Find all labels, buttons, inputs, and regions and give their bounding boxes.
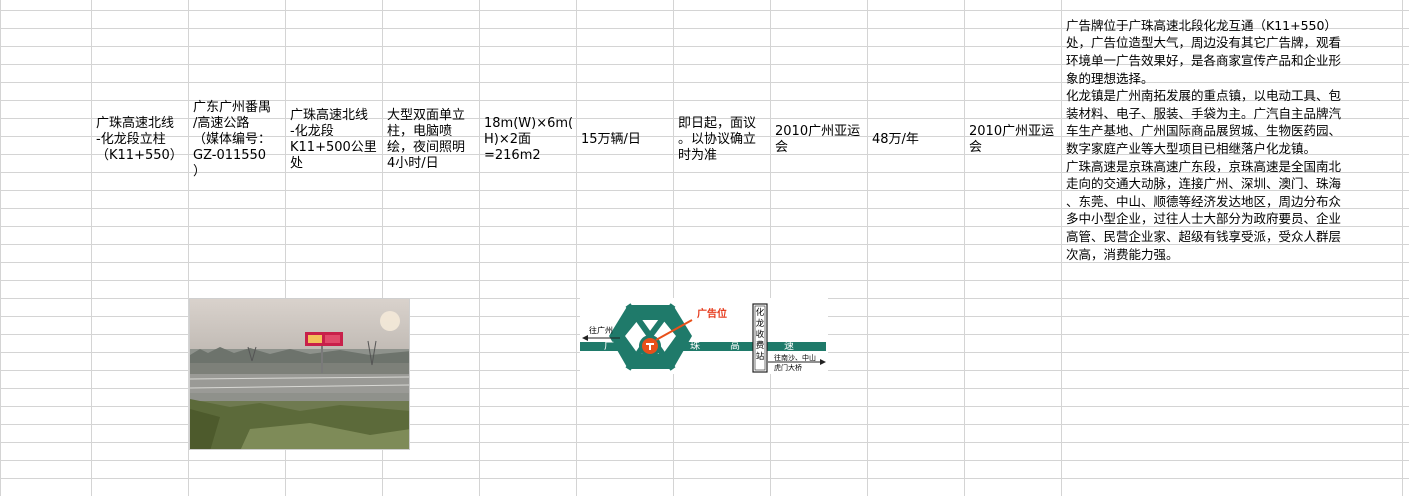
column-divider xyxy=(964,0,965,496)
ad-position-label: 广告位 xyxy=(697,309,727,320)
column-divider xyxy=(576,0,577,496)
column-divider xyxy=(867,0,868,496)
to-south-label-1: 往南沙、中山 xyxy=(774,354,816,362)
column-divider xyxy=(91,0,92,496)
cell-event-2[interactable]: 2010广州亚运 会 xyxy=(969,124,1055,155)
cell-form[interactable]: 大型双面单立 柱，电脑喷 绘，夜间照明 4小时/日 xyxy=(387,108,466,171)
column-divider xyxy=(479,0,480,496)
cell-position[interactable]: 广珠高速北线 -化龙段 K11+500公里 处 xyxy=(290,108,377,171)
toll-char-4: 费 xyxy=(755,341,765,351)
road-char-4: 速 xyxy=(784,341,794,352)
to-south-label-2: 虎门大桥 xyxy=(774,364,802,372)
road-char-2: 珠 xyxy=(690,341,700,352)
road-char-3: 高 xyxy=(730,341,740,352)
toll-station-label: 化 龙 收 费 站 xyxy=(755,308,765,363)
toll-char-5: 站 xyxy=(755,352,765,362)
column-divider xyxy=(673,0,674,496)
column-divider xyxy=(1402,0,1403,496)
cell-price[interactable]: 48万/年 xyxy=(872,132,919,147)
cell-description[interactable]: 广告牌位于广珠高速北段化龙互通（K11+550） 处，广告位造型大气，周边没有其… xyxy=(1066,17,1342,262)
toll-char-1: 化 xyxy=(755,308,765,318)
column-divider xyxy=(382,0,383,496)
toll-char-3: 收 xyxy=(755,330,765,340)
cell-traffic[interactable]: 15万辆/日 xyxy=(581,132,641,147)
road-char-1: 广 xyxy=(604,341,614,352)
cell-size[interactable]: 18m(W)×6m( H)×2面 =216m2 xyxy=(484,116,574,163)
toll-char-2: 龙 xyxy=(755,319,765,329)
column-divider xyxy=(1061,0,1062,496)
column-divider xyxy=(188,0,189,496)
cell-location[interactable]: 广东广州番禺 /高速公路 （媒体编号： GZ-011550 ） xyxy=(193,100,272,179)
to-guangzhou-label: 往广州 xyxy=(589,326,613,335)
cell-term[interactable]: 即日起，面议 。以协议确立 时为准 xyxy=(678,116,757,163)
billboard-photo-image xyxy=(190,299,409,449)
column-divider xyxy=(770,0,771,496)
row-divider xyxy=(0,280,1409,281)
location-map[interactable]: 广告位 往广州 广 珠 高 速 化 龙 收 费 站 往南沙、中山 虎门大桥 xyxy=(580,298,828,374)
billboard-photo[interactable] xyxy=(189,298,410,450)
cell-event[interactable]: 2010广州亚运 会 xyxy=(775,124,861,155)
column-divider xyxy=(285,0,286,496)
cell-name[interactable]: 广珠高速北线 -化龙段立柱 （K11+550） xyxy=(96,116,183,163)
location-map-drawing xyxy=(580,303,826,373)
